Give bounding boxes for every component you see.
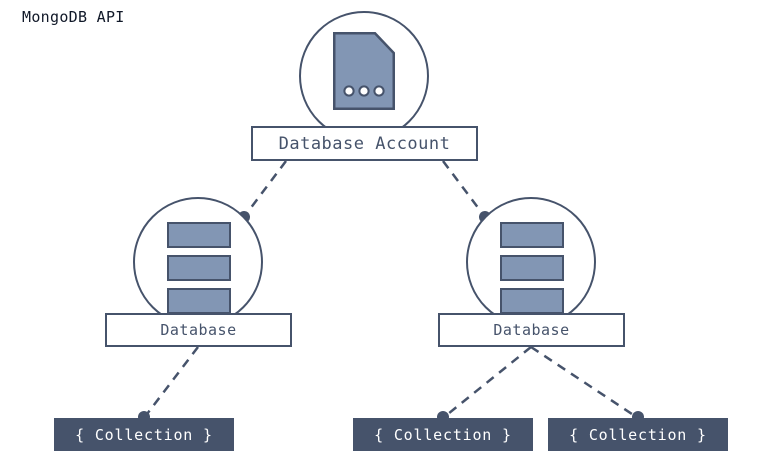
database-bar [500,288,564,314]
collection-label: { Collection } [75,425,213,444]
database-account-label-box[interactable]: Database Account [251,126,478,161]
database-bar [500,222,564,248]
database-bar [500,255,564,281]
database-bar [167,288,231,314]
database-right-label: Database [493,321,570,339]
collection-box-3[interactable]: { Collection } [548,418,728,451]
database-right-label-box[interactable]: Database [438,313,625,347]
edge-database-right-to-collection-3 [530,345,639,420]
collection-label: { Collection } [569,425,707,444]
document-icon [333,32,395,110]
database-left-label-box[interactable]: Database [105,313,292,347]
edge-database-right-to-collection-2 [442,346,532,419]
page-title: MongoDB API [22,8,125,26]
collection-box-1[interactable]: { Collection } [54,418,234,451]
database-bars-icon-left [167,222,231,314]
collection-box-2[interactable]: { Collection } [353,418,533,451]
collection-label: { Collection } [374,425,512,444]
database-bar [167,255,231,281]
edge-database-left-to-collection-1 [143,346,199,419]
database-account-label: Database Account [278,133,451,154]
edge-account-to-database-right [442,160,486,218]
edge-account-to-database-left [243,160,287,218]
database-bars-icon-right [500,222,564,314]
database-bar [167,222,231,248]
database-left-label: Database [160,321,237,339]
